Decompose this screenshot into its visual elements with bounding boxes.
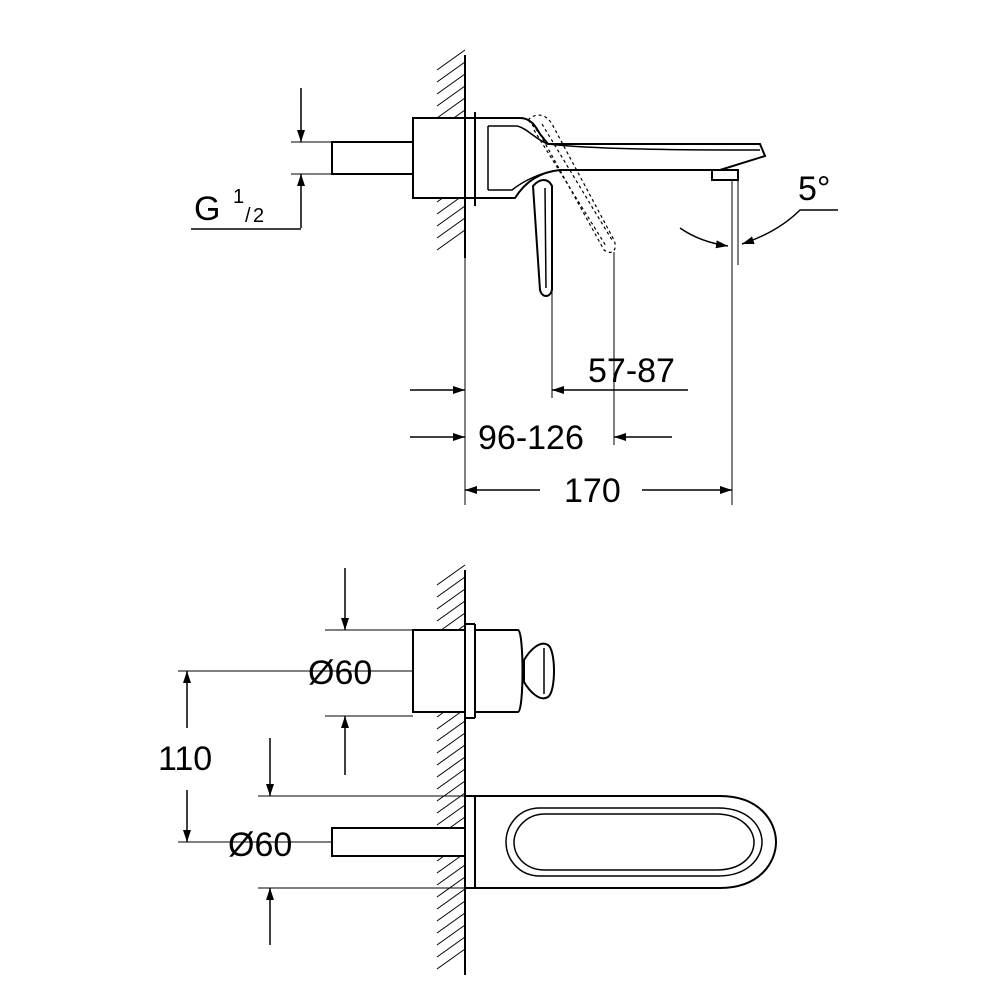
center-distance-label: 110 (158, 740, 212, 778)
hatch-line (436, 720, 466, 742)
hatch-line (436, 936, 466, 958)
hatch-line (436, 888, 466, 910)
hatch-line (436, 924, 466, 946)
rosette-upper-dimension: Ø60 (308, 568, 372, 775)
hatch-line (436, 768, 466, 790)
hatch-line (436, 61, 466, 83)
hatch-line (436, 900, 466, 922)
body-depth-label: 96-126 (478, 419, 584, 457)
hatch-line (436, 73, 466, 95)
hatch-line (436, 229, 466, 251)
hatch-line (436, 564, 466, 586)
thread-dimension: G 1 / 2 (191, 88, 305, 230)
rosette-lower-label: Ø60 (228, 826, 292, 864)
body-depth-dimension: 96-126 (410, 386, 672, 457)
spout-angle-label: 5° (798, 170, 831, 208)
center-distance-dimension: 110 (158, 671, 212, 842)
side-view: G 1 / 2 57-87 96-126 170 5° (191, 49, 838, 510)
hatch-line (436, 804, 466, 826)
hatch-line (436, 97, 466, 119)
extension-lines-top (291, 141, 739, 505)
thread-label-main: G (194, 190, 220, 228)
hatch-line (436, 205, 466, 227)
lever-ghost (527, 114, 616, 253)
hatch-line (436, 49, 466, 71)
hatch-line (436, 876, 466, 898)
wall-rosette (412, 112, 476, 206)
hatch-line (436, 600, 466, 622)
front-view: Ø60 110 Ø60 (158, 564, 778, 975)
hatch-line (436, 756, 466, 778)
wall-hatch-bottom (436, 564, 466, 975)
lever (531, 179, 553, 297)
hatch-line (436, 217, 466, 239)
hatch-line (436, 744, 466, 766)
spout-length-dimension: 170 (465, 472, 732, 510)
thread-label-denominator: 2 (253, 205, 264, 227)
hatch-line (436, 85, 466, 107)
thread-label-slash: / (245, 205, 251, 227)
spout-length-label: 170 (564, 472, 621, 510)
spout-angle-dimension: 5° (679, 170, 838, 249)
hatch-line (436, 780, 466, 802)
hatch-line (436, 864, 466, 886)
extension-lines-bottom (178, 629, 465, 889)
mixer-rosette (412, 623, 555, 719)
spout (474, 117, 767, 199)
spout-front (331, 795, 778, 889)
lever-throw-dimension: 57-87 (552, 352, 688, 394)
rosette-lower-dimension: Ø60 (228, 738, 292, 945)
thread-label-numerator: 1 (233, 186, 244, 208)
hatch-line (436, 948, 466, 970)
lever-throw-label: 57-87 (588, 352, 675, 390)
rosette-upper-label: Ø60 (308, 654, 372, 692)
hatch-line (436, 588, 466, 610)
hatch-line (436, 576, 466, 598)
hatch-line (436, 732, 466, 754)
hatch-line (436, 912, 466, 934)
